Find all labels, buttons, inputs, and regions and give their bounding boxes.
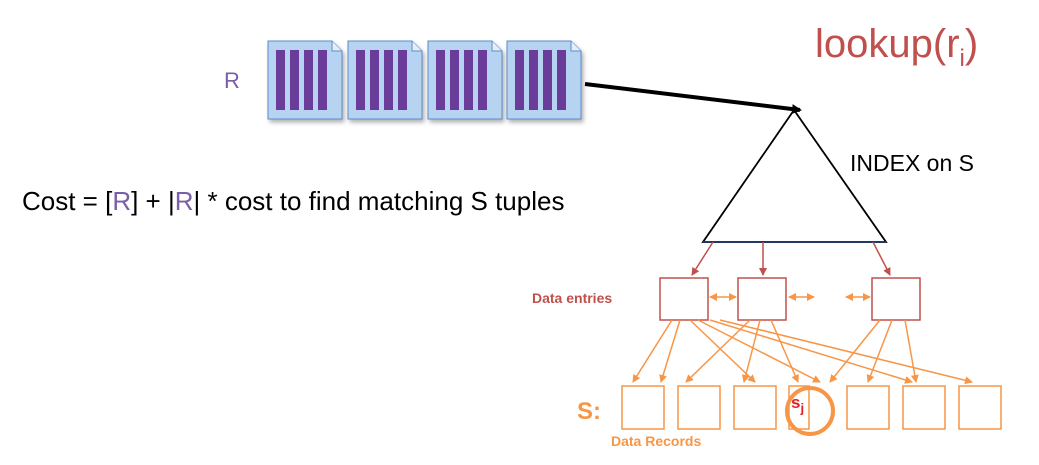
cost-prefix: Cost = [ [22, 186, 113, 216]
s-relation-label: S: [577, 398, 601, 425]
lookup-title: lookup(ri) [815, 22, 978, 73]
record-pointer-arrow [659, 319, 681, 383]
data-page [427, 40, 503, 120]
record-pointer-arrow [829, 319, 881, 383]
data-records-label: Data Records [611, 433, 702, 449]
cost-r-pages: R [112, 186, 132, 216]
cost-formula: Cost = [R] + |R| * cost to find matching… [22, 186, 564, 217]
matching-tuple-subscript: j [800, 400, 805, 416]
data-record-box [733, 385, 777, 430]
record-pointer-arrow [632, 319, 673, 383]
record-pointer-arrow [709, 319, 913, 384]
leaf-pointer-arrow [691, 241, 714, 276]
match-highlight-circle [785, 386, 835, 436]
lookup-title-main: lookup(r [815, 22, 960, 66]
data-entries-label: Data entries [532, 290, 613, 306]
data-record-box [677, 385, 721, 430]
data-entry-box [737, 277, 787, 321]
data-record-box [846, 385, 890, 430]
leaf-pointer-arrow [872, 241, 891, 276]
record-pointer-arrow [741, 319, 761, 383]
record-pointer-arrow [770, 319, 799, 383]
index-label: INDEX on S [850, 150, 974, 176]
cost-r-tuples: R [174, 186, 194, 216]
relation-r-pages [267, 40, 582, 120]
matching-tuple-label: sj [791, 393, 804, 415]
matching-tuple-letter: s [791, 393, 801, 412]
cost-suffix: | * cost to find matching S tuples [193, 186, 565, 216]
data-entry-box [659, 277, 709, 321]
record-pointer-arrow [866, 319, 893, 383]
data-page [506, 40, 582, 120]
record-pointer-arrow [904, 319, 919, 383]
data-record-box [621, 385, 665, 430]
data-record-box [902, 385, 946, 430]
data-page [267, 40, 343, 120]
record-pointer-arrow [685, 319, 751, 383]
data-page [347, 40, 423, 120]
data-entry-box [871, 277, 921, 321]
relation-r-label: R [224, 68, 240, 93]
record-pointer-arrow [689, 319, 756, 383]
lookup-arrow [584, 82, 802, 115]
record-pointer-arrow [719, 319, 973, 385]
record-pointer-arrow [697, 319, 821, 383]
data-record-box [958, 385, 1002, 430]
lookup-title-subscript: i [959, 45, 965, 72]
lookup-title-close: ) [964, 22, 979, 66]
cost-mid: ] + | [131, 186, 175, 216]
